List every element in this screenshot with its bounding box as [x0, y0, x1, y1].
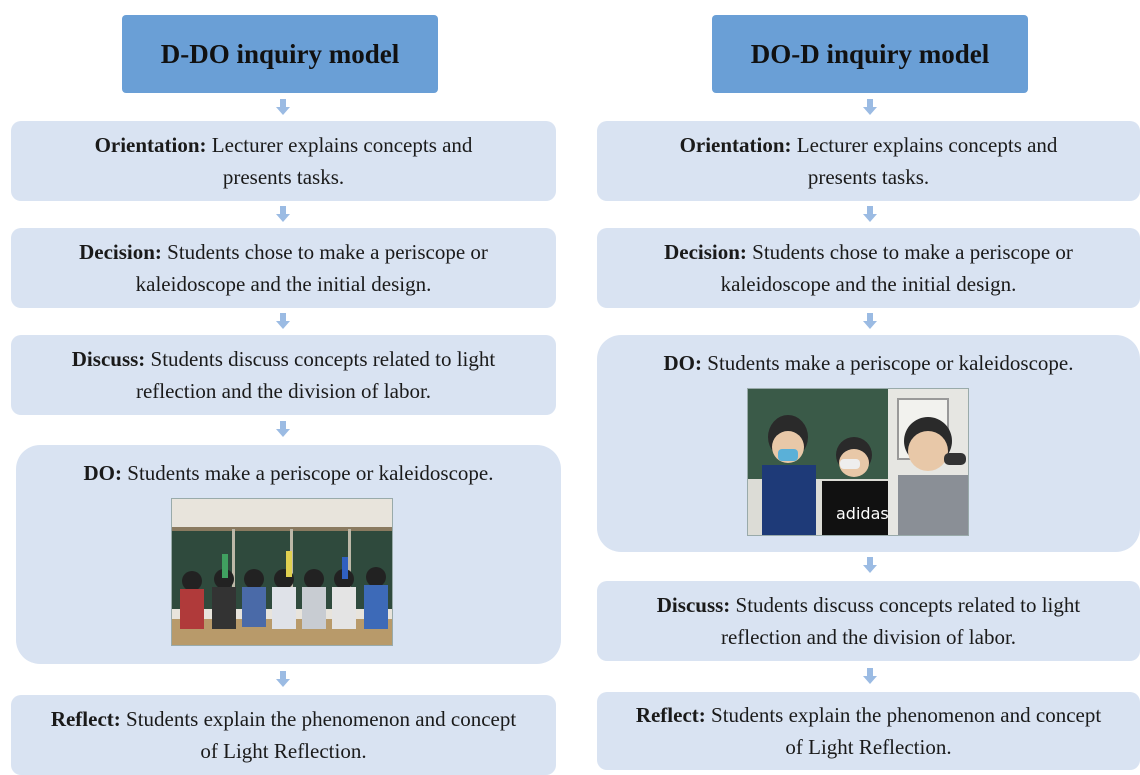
- down-arrow-icon: [276, 99, 290, 115]
- left-orientation-line1: Lecturer explains concepts and: [206, 133, 473, 157]
- left-do-key: DO:: [83, 461, 123, 485]
- down-arrow-icon: [863, 313, 877, 329]
- right-reflect-key: Reflect:: [635, 703, 706, 727]
- right-title: DO-D inquiry model: [712, 15, 1028, 93]
- left-reflect-box: Reflect: Students explain the phenomenon…: [11, 695, 556, 775]
- left-discuss-line2: reflection and the division of labor.: [135, 379, 432, 403]
- left-reflect-line1: Students explain the phenomenon and conc…: [120, 707, 517, 731]
- left-decision-line1: Students chose to make a periscope or: [161, 240, 488, 264]
- down-arrow-icon: [863, 557, 877, 573]
- right-decision-line1: Students chose to make a periscope or: [746, 240, 1073, 264]
- left-title-text: D-DO inquiry model: [160, 38, 400, 69]
- down-arrow-icon: [863, 99, 877, 115]
- left-title: D-DO inquiry model: [122, 15, 438, 93]
- right-decision-line2: kaleidoscope and the initial design.: [720, 272, 1017, 296]
- right-discuss-line2: reflection and the division of labor.: [720, 625, 1017, 649]
- left-decision-key: Decision:: [79, 240, 162, 264]
- right-do-key: DO:: [663, 351, 703, 375]
- svg-text:adidas: adidas: [836, 504, 889, 523]
- left-orientation-key: Orientation:: [94, 133, 207, 157]
- down-arrow-icon: [276, 671, 290, 687]
- right-do-line1: Students make a periscope or kaleidoscop…: [702, 351, 1074, 375]
- right-discuss-line1: Students discuss concepts related to lig…: [730, 593, 1081, 617]
- left-orientation-line2: presents tasks.: [222, 165, 345, 189]
- right-discuss-box: Discuss: Students discuss concepts relat…: [597, 581, 1140, 661]
- right-reflect-line2: of Light Reflection.: [785, 735, 952, 759]
- right-discuss-key: Discuss:: [656, 593, 731, 617]
- down-arrow-icon: [276, 313, 290, 329]
- left-decision-line2: kaleidoscope and the initial design.: [135, 272, 432, 296]
- down-arrow-icon: [276, 421, 290, 437]
- right-decision-key: Decision:: [664, 240, 747, 264]
- right-reflect-line1: Students explain the phenomenon and conc…: [705, 703, 1102, 727]
- right-reflect-box: Reflect: Students explain the phenomenon…: [597, 692, 1140, 770]
- left-decision-box: Decision: Students chose to make a peris…: [11, 228, 556, 308]
- left-discuss-key: Discuss:: [71, 347, 146, 371]
- right-orientation-line2: presents tasks.: [807, 165, 930, 189]
- right-orientation-box: Orientation: Lecturer explains concepts …: [597, 121, 1140, 201]
- students-photo-right: adidas: [747, 388, 969, 536]
- down-arrow-icon: [276, 206, 290, 222]
- left-reflect-key: Reflect:: [50, 707, 121, 731]
- right-title-text: DO-D inquiry model: [750, 38, 990, 69]
- right-orientation-line1: Lecturer explains concepts and: [791, 133, 1058, 157]
- down-arrow-icon: [863, 206, 877, 222]
- students-photo-left: [171, 498, 393, 646]
- left-reflect-line2: of Light Reflection.: [200, 739, 367, 763]
- left-do-line1: Students make a periscope or kaleidoscop…: [122, 461, 494, 485]
- left-do-box: DO: Students make a periscope or kaleido…: [16, 445, 561, 664]
- right-do-box: DO: Students make a periscope or kaleido…: [597, 335, 1140, 552]
- left-discuss-box: Discuss: Students discuss concepts relat…: [11, 335, 556, 415]
- right-orientation-key: Orientation:: [679, 133, 792, 157]
- left-orientation-box: Orientation: Lecturer explains concepts …: [11, 121, 556, 201]
- down-arrow-icon: [863, 668, 877, 684]
- right-decision-box: Decision: Students chose to make a peris…: [597, 228, 1140, 308]
- left-discuss-line1: Students discuss concepts related to lig…: [145, 347, 496, 371]
